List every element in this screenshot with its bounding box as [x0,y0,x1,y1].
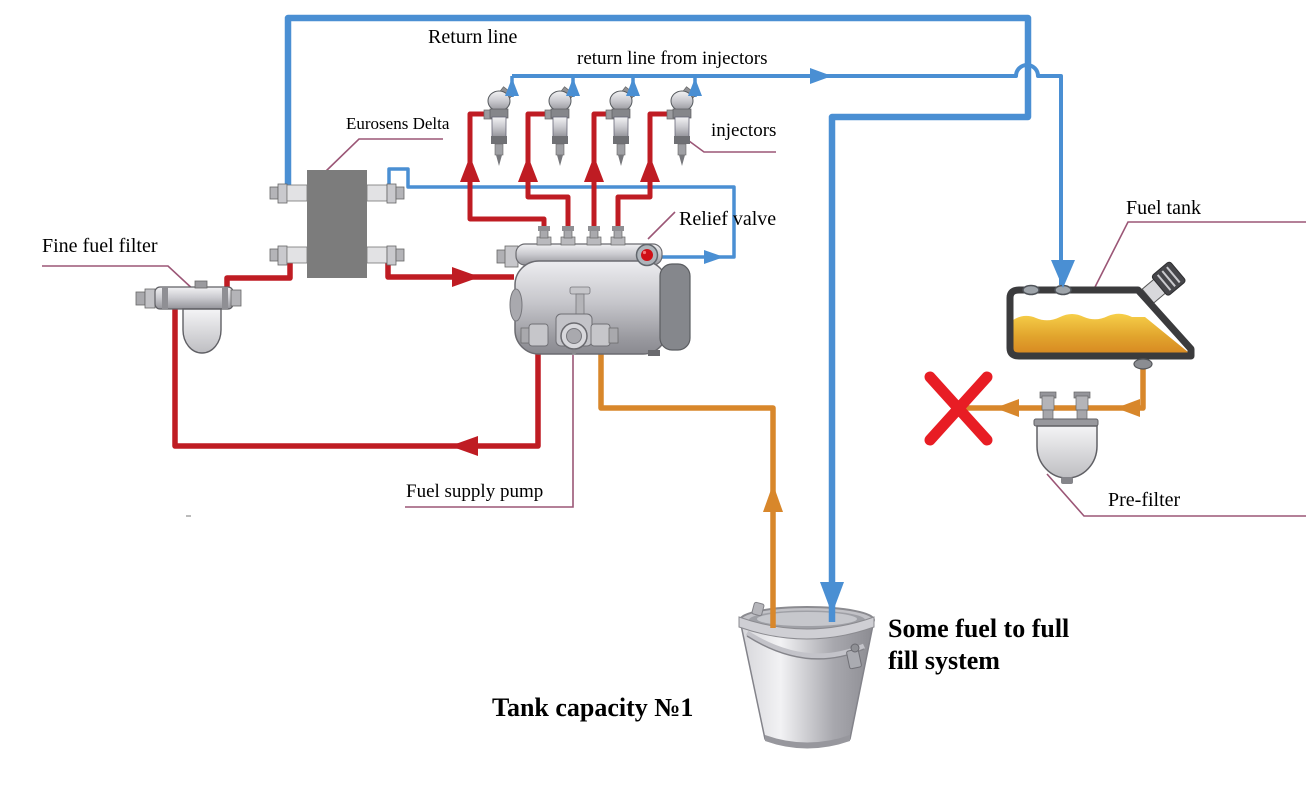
pre-filter-device [1033,391,1099,484]
return-line-label: Return line [428,26,518,48]
fuel-tank-callout [1093,221,1306,290]
arrow-up-injector2 [518,156,538,182]
pump-outlet-port [528,323,549,347]
injector-4 [666,86,697,166]
arrow-right-injector-return [810,68,832,84]
some-fuel-label: Some fuel to full fill system [888,613,1069,677]
injectors-group [483,86,697,166]
return-line-from-injectors-label: return line from injectors [577,48,768,69]
injectors-label: injectors [711,120,777,141]
arrow-up-return3 [626,78,640,96]
injectors-callout [684,137,776,153]
flow-meter-body [307,170,367,278]
pump-to-filter-pipe [172,303,541,449]
some-fuel-line2: fill system [888,646,1000,675]
injection-pump [496,226,691,356]
return-line-pipe [284,14,1032,622]
fuel-tank-device [1006,261,1195,370]
injector3-supply-pipe [591,111,610,230]
supply-pipes [172,111,671,449]
arrow-left-to-prefilter [1116,399,1140,417]
fuel-supply-pump-label: Fuel supply pump [406,481,544,502]
injector1-supply-pipe [467,111,547,230]
injector-return-pipe [512,63,1063,285]
some-fuel-line1: Some fuel to full [888,614,1070,643]
arrow-up-return2 [566,78,580,96]
pre-filter-label: Pre-filter [1108,489,1181,511]
injector-return-risers [510,76,697,97]
relief-valve-label: Relief valve [679,208,777,230]
arrow-right-into-pump [452,267,480,287]
arrow-up-return1 [505,78,519,96]
stray-mark [186,515,191,517]
injector-1 [483,86,514,166]
tank-to-prefilter-pipe [963,366,1146,411]
arrow-up-from-bucket [763,484,783,512]
fine-fuel-filter-callout [42,265,197,293]
relief-valve-callout [647,211,676,240]
arrow-up-return4 [688,78,702,96]
injector-2 [544,86,575,166]
pump-top-fittings [536,226,626,246]
fuel-tank-label: Fuel tank [1126,197,1201,219]
arrow-right-relief [704,250,724,264]
filler-neck [1141,261,1186,304]
flow-arrows [450,68,1140,614]
fine-fuel-filter-device [135,280,242,354]
pump-end-housing [659,263,691,351]
suction-pipes [598,345,1146,628]
pre-filter-callout [1046,473,1306,517]
pump-suction-port [590,323,611,347]
fuel-fill [1013,313,1188,353]
filter-to-meter-pipe [224,263,293,292]
bucket [738,601,875,749]
arrow-up-injector4 [640,156,660,182]
arrow-down-into-bucket [820,582,844,614]
fine-fuel-filter-label: Fine fuel filter [42,235,158,257]
fuel-supply-pump-callout [405,355,574,508]
hand-primer-pump [555,286,593,355]
relief-valve-return-pipe [387,167,736,259]
arrow-left-from-prefilter [995,399,1019,417]
bucket-to-pump-pipe [598,345,776,628]
injector2-supply-pipe [525,111,571,230]
arrow-up-injector1 [460,156,480,182]
arrow-left-to-filter [450,436,478,456]
eurosens-delta-meter [269,170,405,278]
arrow-down-into-tank [1051,260,1075,288]
tank-capacity-label: Tank capacity №1 [492,693,694,722]
meter-to-pump-pipe [385,263,514,280]
eurosens-delta-label: Eurosens Delta [346,114,450,133]
tank-outlet [1133,358,1153,370]
cross-out-mark [924,371,993,446]
relief-valve-device [635,243,659,267]
callout-lines [42,137,1306,517]
eurosens-delta-callout [324,138,443,173]
injector4-supply-pipe [615,111,671,230]
injector-3 [605,86,636,166]
arrow-up-injector3 [584,156,604,182]
